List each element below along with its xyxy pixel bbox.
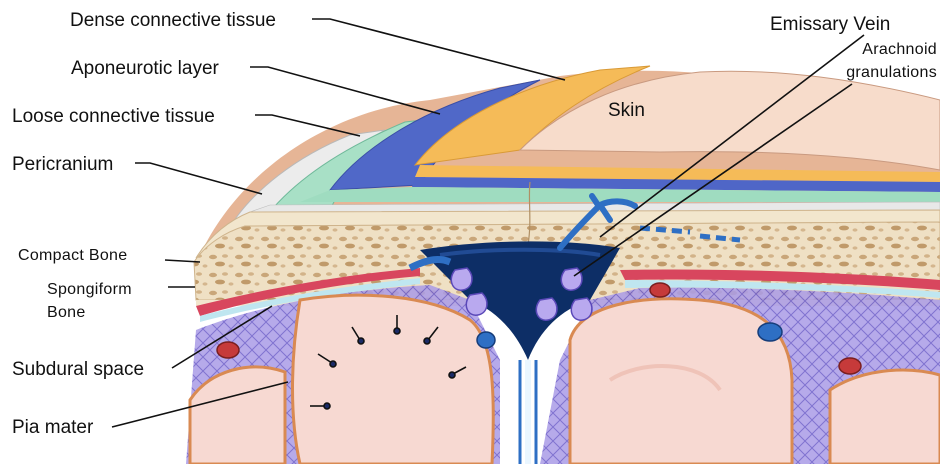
vessel-blue — [477, 332, 495, 348]
label-pericranium: Pericranium — [12, 154, 113, 175]
vessel-red — [839, 358, 861, 374]
label-arachnoid-granulations-line1: Arachnoid — [862, 41, 937, 58]
right-outer-gyrus — [830, 370, 940, 464]
label-arachnoid-granulations-line2: granulations — [846, 64, 937, 81]
label-pia-mater: Pia mater — [12, 417, 94, 438]
right-gyrus — [570, 299, 792, 464]
label-emissary-vein: Emissary Vein — [770, 14, 890, 35]
label-spongiform-bone-line2: Bone — [47, 304, 86, 321]
label-loose-connective-tissue: Loose connective tissue — [12, 106, 215, 127]
label-aponeurotic-layer: Aponeurotic layer — [71, 58, 220, 79]
left-gyrus — [293, 295, 494, 464]
vessel-red — [650, 283, 670, 297]
vessel-red — [217, 342, 239, 358]
label-subdural-space: Subdural space — [12, 359, 144, 380]
label-dense-connective-tissue: Dense connective tissue — [70, 10, 276, 31]
label-spongiform-bone-line1: Spongiform — [47, 281, 132, 298]
vessel-blue — [758, 323, 782, 341]
label-compact-bone: Compact Bone — [18, 247, 127, 264]
label-skin: Skin — [608, 100, 645, 121]
